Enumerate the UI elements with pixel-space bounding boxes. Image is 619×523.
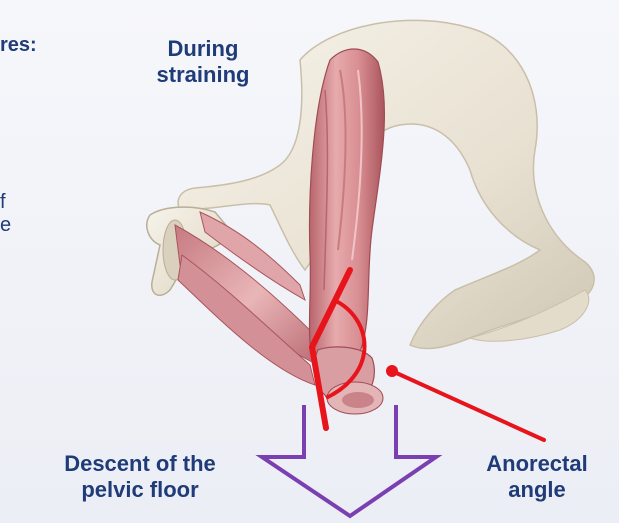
during-straining-label: During straining	[128, 36, 278, 89]
descent-arrow	[262, 405, 436, 516]
anorectal-angle-label: Anorectal angle	[455, 451, 619, 504]
descent-of-pelvic-floor-label: Descent of the pelvic floor	[18, 451, 262, 504]
